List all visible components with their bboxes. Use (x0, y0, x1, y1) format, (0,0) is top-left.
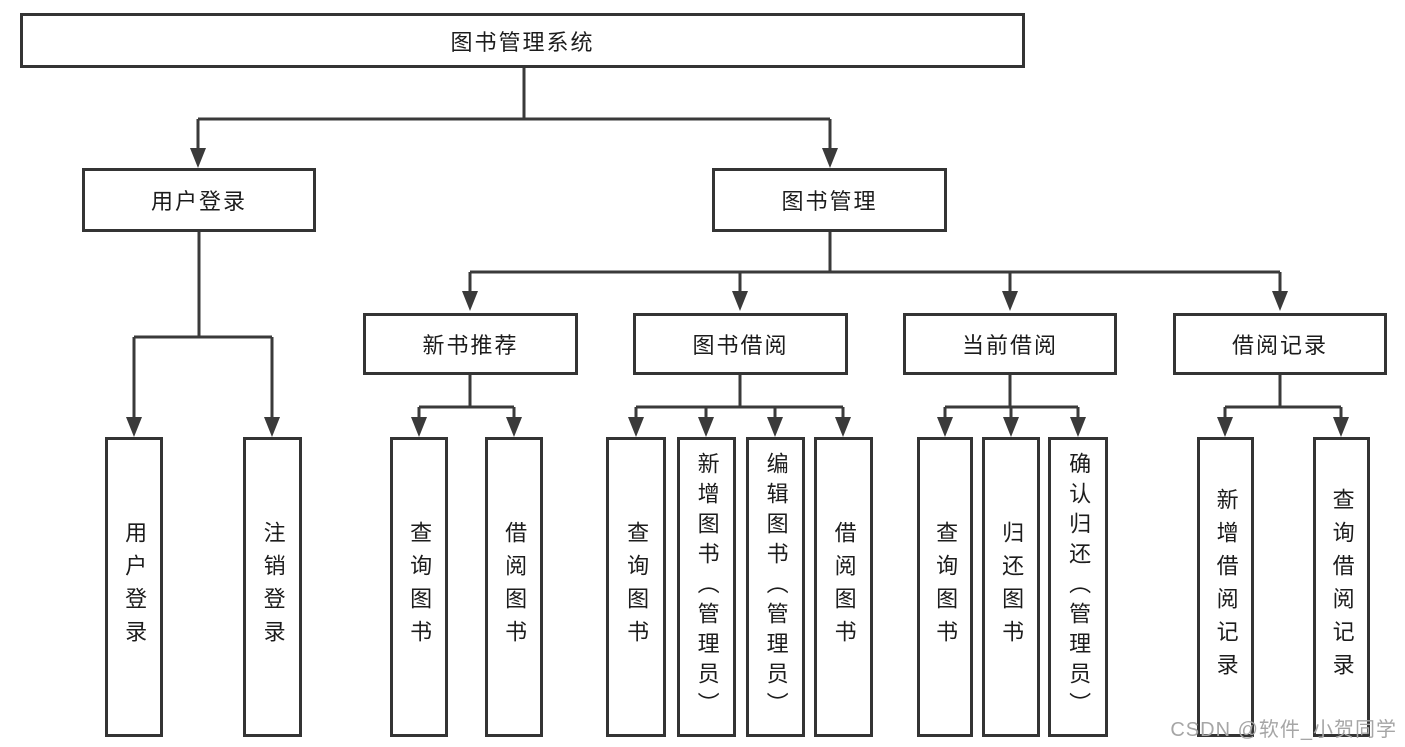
node-label: 新书推荐 (422, 333, 519, 358)
arrowhead-icon (767, 417, 783, 437)
leaf-edit-book-admin: 编辑图书（管理员） (746, 437, 805, 737)
leaf-logout: 注销登录 (243, 437, 302, 737)
leaf-confirm-return-admin: 确认归还（管理员） (1048, 437, 1108, 737)
node-label: 新增借阅记录 (1213, 488, 1239, 686)
node-current-borrowing: 当前借阅 (903, 313, 1117, 375)
arrowheads-group (126, 148, 1349, 437)
arrowhead-icon (1002, 291, 1018, 311)
arrowhead-icon (1272, 291, 1288, 311)
node-label: 当前借阅 (961, 333, 1058, 358)
arrowhead-icon (732, 291, 748, 311)
arrowhead-icon (462, 291, 478, 311)
leaf-user-login: 用户登录 (105, 437, 163, 737)
node-label: 用户登录 (122, 521, 148, 653)
tree-connector-lines (132, 68, 1343, 423)
leaf-return-book: 归还图书 (982, 437, 1040, 737)
arrowhead-icon (506, 417, 522, 437)
leaf-add-borrow-record: 新增借阅记录 (1197, 437, 1254, 737)
node-label: 注销登录 (260, 521, 286, 653)
node-label: 借阅图书 (831, 521, 857, 653)
node-label: 新增图书（管理员） (694, 452, 720, 722)
arrowhead-icon (126, 417, 142, 437)
leaf-borrow-books-recommend: 借阅图书 (485, 437, 543, 737)
node-book-borrowing: 图书借阅 (633, 313, 848, 375)
node-user-login: 用户登录 (82, 168, 316, 232)
arrowhead-icon (937, 417, 953, 437)
node-label: 查询图书 (933, 521, 959, 653)
node-borrow-records: 借阅记录 (1173, 313, 1387, 375)
node-label: 编辑图书（管理员） (763, 452, 789, 722)
arrowhead-icon (835, 417, 851, 437)
arrowhead-icon (1217, 417, 1233, 437)
node-label: 图书管理系统 (450, 29, 595, 55)
node-label: 确认归还（管理员） (1066, 452, 1092, 722)
arrowhead-icon (1070, 417, 1086, 437)
node-library-management-system: 图书管理系统 (20, 13, 1025, 68)
node-label: 查询借阅记录 (1329, 488, 1355, 686)
leaf-add-book-admin: 新增图书（管理员） (677, 437, 736, 737)
arrowhead-icon (1003, 417, 1019, 437)
node-book-management: 图书管理 (712, 168, 947, 232)
leaf-borrow-books-borrowing: 借阅图书 (814, 437, 873, 737)
arrowhead-icon (1333, 417, 1349, 437)
watermark: CSDN @软件_小贺同学 (1170, 719, 1397, 741)
node-label: 查询图书 (624, 521, 650, 653)
node-new-book-recommend: 新书推荐 (363, 313, 578, 375)
leaf-query-books-current: 查询图书 (917, 437, 973, 737)
node-label: 图书借阅 (692, 333, 789, 358)
arrowhead-icon (411, 417, 427, 437)
leaf-query-books-borrowing: 查询图书 (606, 437, 666, 737)
node-label: 借阅记录 (1231, 333, 1328, 358)
arrowhead-icon (264, 417, 280, 437)
arrowhead-icon (698, 417, 714, 437)
node-label: 归还图书 (999, 521, 1025, 653)
node-label: 查询图书 (407, 521, 433, 653)
node-label: 用户登录 (150, 189, 247, 214)
node-label: 图书管理 (781, 189, 878, 214)
arrowhead-icon (822, 148, 838, 168)
node-label: 借阅图书 (502, 521, 528, 653)
arrowhead-icon (628, 417, 644, 437)
leaf-query-books-recommend: 查询图书 (390, 437, 448, 737)
leaf-query-borrow-record: 查询借阅记录 (1313, 437, 1370, 737)
arrowhead-icon (190, 148, 206, 168)
